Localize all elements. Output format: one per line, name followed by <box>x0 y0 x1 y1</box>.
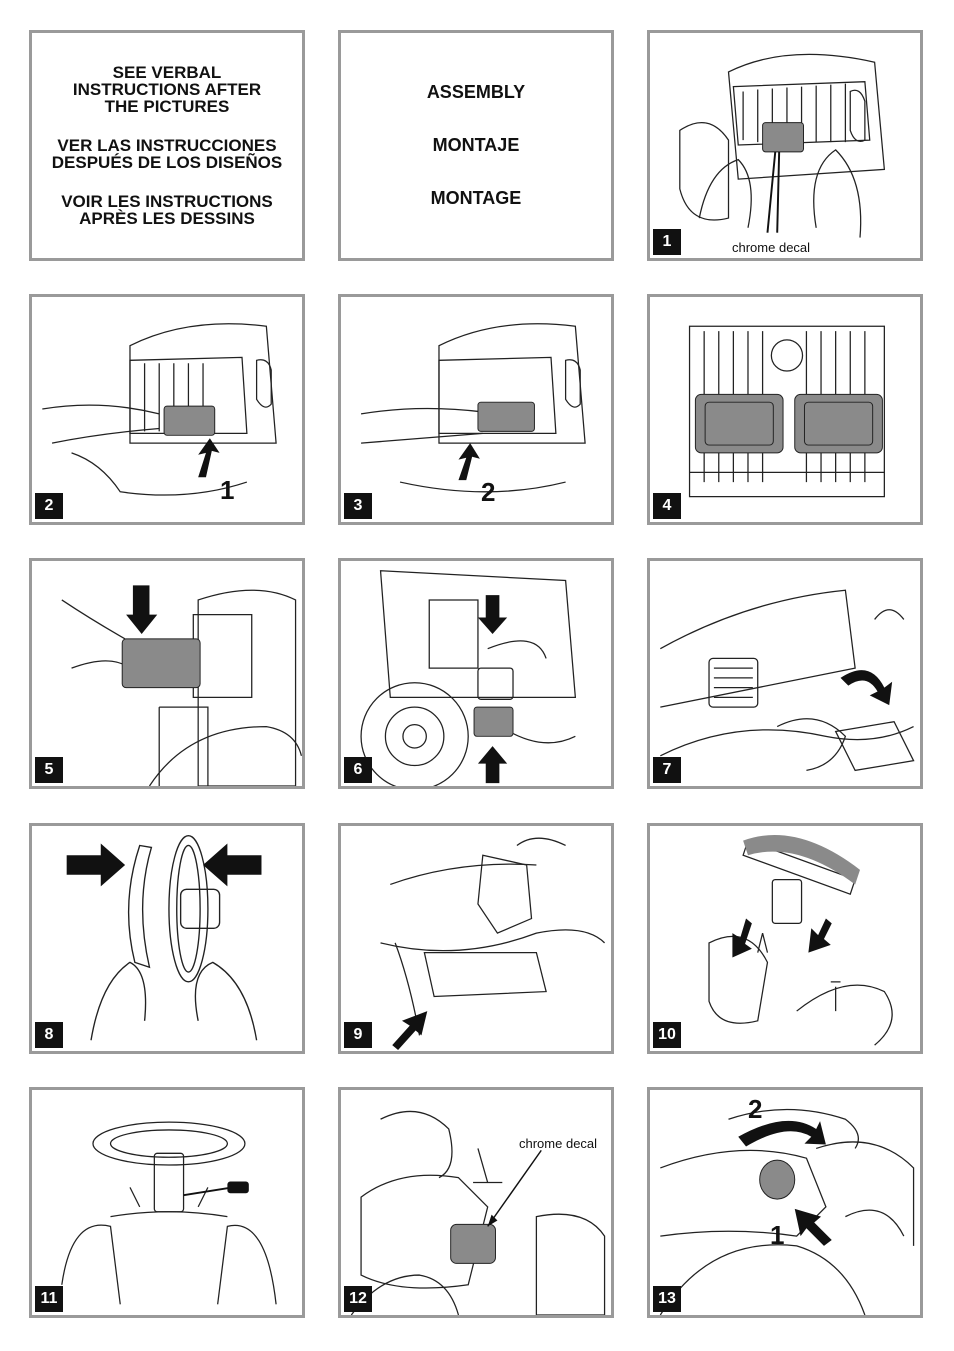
title-montaje: MONTAJE <box>432 135 520 155</box>
step-9-illustration <box>380 837 606 1051</box>
step-11-panel: 11 <box>29 1087 305 1318</box>
intro-en-line: INSTRUCTIONS AFTER <box>72 80 262 99</box>
step-3-illustration <box>360 323 586 493</box>
step-number: 11 <box>35 1286 63 1312</box>
arrow-number-step2: 1 <box>220 475 235 505</box>
step-7-illustration <box>660 589 915 772</box>
step-number: 3 <box>344 493 372 519</box>
step-number: 10 <box>653 1022 681 1048</box>
step-3-panel: 2 3 <box>338 294 614 525</box>
step-number: 2 <box>35 493 63 519</box>
arrow-number-step13-top: 2 <box>748 1094 763 1124</box>
arrow-number-step13-bottom: 1 <box>770 1220 785 1250</box>
step-1-panel: chrome decal 1 <box>647 30 923 261</box>
arrow-number-step3: 2 <box>481 477 496 507</box>
step-6-panel: 6 <box>338 558 614 789</box>
title-panel: ASSEMBLY MONTAJE MONTAGE <box>338 30 614 261</box>
step-1-illustration <box>679 53 886 238</box>
chrome-decal-label-12: chrome decal <box>519 1136 598 1151</box>
intro-french: VOIR LES INSTRUCTIONS APRÈS LES DESSINS <box>61 193 273 227</box>
step-10-illustration <box>708 835 893 1046</box>
step-10-panel: 10 <box>647 823 923 1054</box>
step-number: 13 <box>653 1286 681 1312</box>
step-5-illustration <box>61 585 302 786</box>
step-number: 9 <box>344 1022 372 1048</box>
step-number: 4 <box>653 493 681 519</box>
step-4-panel: 4 <box>647 294 923 525</box>
intro-spanish: VER LAS INSTRUCCIONES DESPUÉS DE LOS DIS… <box>52 137 283 171</box>
title-montage: MONTAGE <box>430 188 522 208</box>
intro-es-line: VER LAS INSTRUCCIONES <box>57 136 277 155</box>
step-11-illustration <box>61 1121 277 1305</box>
step-number: 1 <box>653 229 681 255</box>
step-number: 6 <box>344 757 372 783</box>
intro-english: SEE VERBAL INSTRUCTIONS AFTER THE PICTUR… <box>73 64 261 115</box>
intro-en-line: THE PICTURES <box>104 97 230 116</box>
step-number: 8 <box>35 1022 63 1048</box>
step-13-panel: 2 1 13 <box>647 1087 923 1318</box>
step-2-illustration <box>42 323 277 496</box>
intro-en-line: SEE VERBAL <box>112 63 222 82</box>
step-9-panel: 9 <box>338 823 614 1054</box>
intro-fr-line: VOIR LES INSTRUCTIONS <box>61 192 273 211</box>
step-number: 7 <box>653 757 681 783</box>
step-8-panel: 8 <box>29 823 305 1054</box>
step-5-panel: 5 <box>29 558 305 789</box>
intro-fr-line: APRÈS LES DESSINS <box>79 209 255 228</box>
step-2-panel: 1 2 <box>29 294 305 525</box>
intro-es-line: DESPUÉS DE LOS DISEÑOS <box>51 153 283 172</box>
step-number: 12 <box>344 1286 372 1312</box>
step-7-panel: 7 <box>647 558 923 789</box>
title-assembly: ASSEMBLY <box>426 82 526 102</box>
chrome-decal-label-1: chrome decal <box>732 240 811 255</box>
step-number: 5 <box>35 757 63 783</box>
step-8-illustration <box>66 835 262 1041</box>
step-4-illustration <box>688 325 885 498</box>
step-13-illustration <box>659 1108 915 1315</box>
step-6-illustration <box>360 570 577 786</box>
intro-panel: SEE VERBAL INSTRUCTIONS AFTER THE PICTUR… <box>29 30 305 261</box>
step-12-illustration <box>350 1110 606 1315</box>
step-12-panel: chrome decal 12 <box>338 1087 614 1318</box>
